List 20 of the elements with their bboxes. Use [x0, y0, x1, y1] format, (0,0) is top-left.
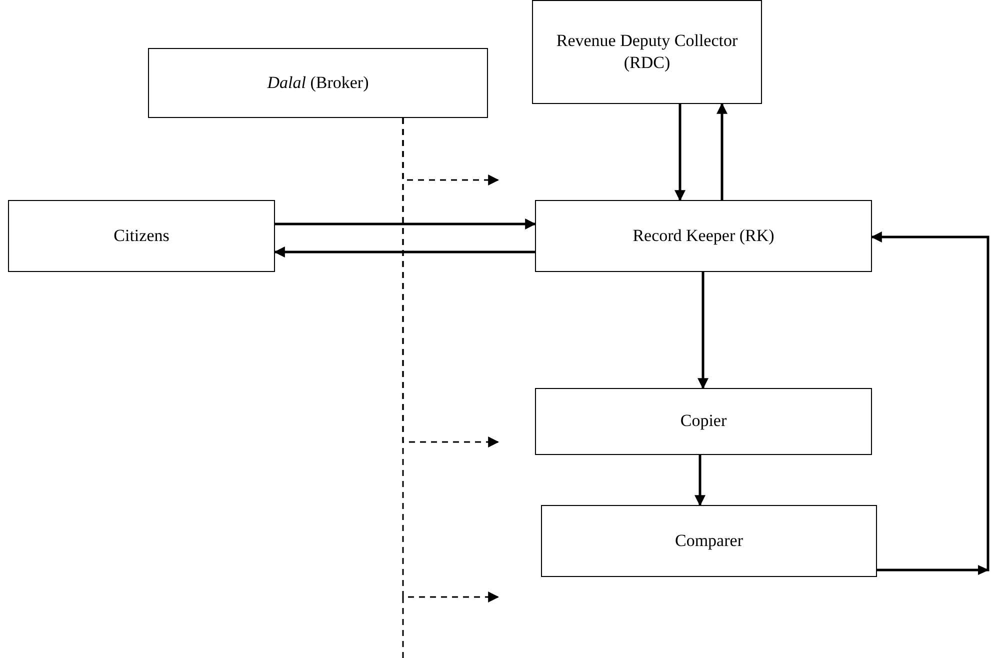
box-label: Comparer — [675, 530, 743, 552]
process-box — [532, 0, 762, 104]
arrow — [694, 455, 706, 506]
box-label: Copier — [680, 410, 727, 432]
process-box — [535, 200, 872, 272]
box-label: Record Keeper (RK) — [632, 224, 774, 247]
process-box — [535, 388, 872, 455]
arrow — [274, 246, 535, 258]
arrow — [716, 102, 728, 200]
box-label: Citizens — [114, 224, 170, 247]
arrow — [674, 104, 686, 202]
box-label: Revenue Deputy Collector (RDC) — [555, 30, 739, 74]
arrow — [275, 218, 536, 230]
dashed-arrow — [402, 118, 500, 602]
process-box — [8, 200, 275, 272]
box-label: Dalal (Broker) — [267, 72, 369, 94]
arrow — [698, 272, 708, 390]
process-box — [541, 505, 877, 577]
process-box — [148, 48, 488, 118]
arrow — [870, 232, 990, 572]
